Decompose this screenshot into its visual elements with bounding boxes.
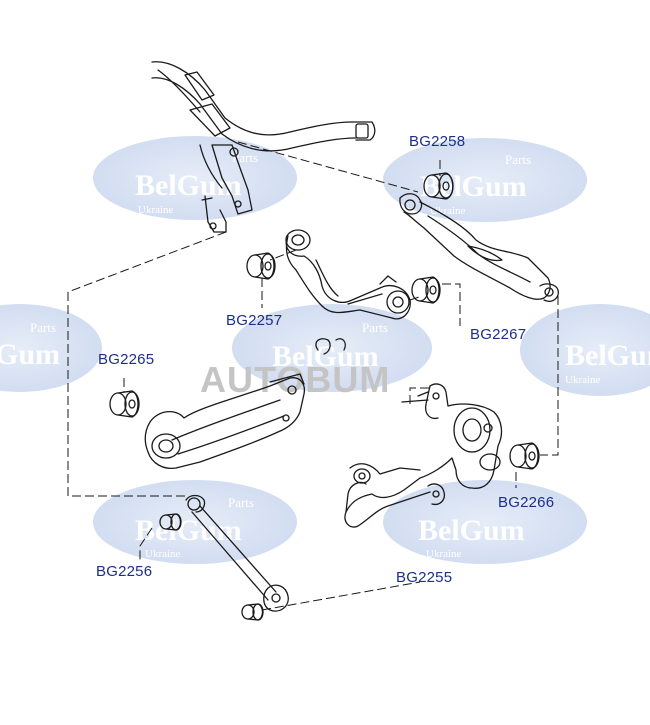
svg-text:BelGum: BelGum	[135, 514, 242, 547]
svg-text:Parts: Parts	[505, 152, 531, 167]
watermark-layer: Parts BelGum Ukraine Parts BelGum Ukrain…	[0, 136, 650, 564]
bushing-bg2267	[411, 276, 441, 304]
label-bg2266: BG2266	[498, 494, 555, 511]
bushing-bg2266	[509, 442, 540, 470]
watermark-oval: BelGum Ukraine	[520, 304, 650, 396]
label-bg2257: BG2257	[226, 312, 283, 329]
upper-control-arm	[399, 193, 559, 302]
trailing-arm	[144, 373, 306, 470]
leader-lines	[67, 141, 559, 611]
watermark-oval: Parts BelGum	[232, 304, 432, 392]
bushing-bg2265	[109, 390, 140, 418]
bushing-bg2257	[246, 252, 276, 280]
label-bg2258: BG2258	[409, 133, 466, 150]
svg-text:Ukraine: Ukraine	[565, 374, 601, 386]
toe-link	[185, 494, 289, 612]
label-bg2255: BG2255	[396, 569, 453, 586]
svg-text:BelGum: BelGum	[418, 514, 525, 547]
line-art	[109, 61, 559, 621]
svg-text:Parts: Parts	[512, 495, 538, 510]
bushing-bg2256	[159, 513, 182, 531]
svg-text:Parts: Parts	[228, 495, 254, 510]
autobum-watermark: AUTOBUM	[200, 359, 390, 400]
svg-text:BelGum: BelGum	[565, 339, 650, 372]
svg-text:Ukraine: Ukraine	[426, 548, 462, 560]
watermark-oval: Parts BelGum Ukraine	[93, 136, 297, 220]
svg-text:Parts: Parts	[362, 320, 388, 335]
label-bg2265: BG2265	[98, 351, 155, 368]
svg-text:Gum: Gum	[0, 338, 60, 371]
watermark-oval: Parts BelGum Ukraine	[383, 138, 587, 222]
svg-text:Ukraine: Ukraine	[138, 204, 174, 216]
wheel-carrier	[344, 383, 503, 528]
spring-clip	[315, 338, 346, 355]
label-bg2267: BG2267	[470, 326, 527, 343]
svg-text:BelGum: BelGum	[135, 169, 242, 202]
label-bg2256: BG2256	[96, 563, 153, 580]
svg-text:BelGum: BelGum	[272, 340, 379, 373]
watermark-oval: Parts Gum	[0, 304, 102, 392]
bushing-bg2258	[423, 172, 454, 200]
svg-text:Ukraine: Ukraine	[145, 548, 181, 560]
svg-text:Parts: Parts	[30, 320, 56, 335]
svg-text:Ukraine: Ukraine	[430, 205, 466, 217]
svg-text:Parts: Parts	[232, 150, 258, 165]
watermark-oval: Parts BelGum Ukraine	[383, 480, 587, 564]
watermark-oval: Parts BelGum Ukraine	[93, 480, 297, 564]
subframe	[151, 61, 376, 233]
bushing-bg2255	[241, 603, 264, 621]
